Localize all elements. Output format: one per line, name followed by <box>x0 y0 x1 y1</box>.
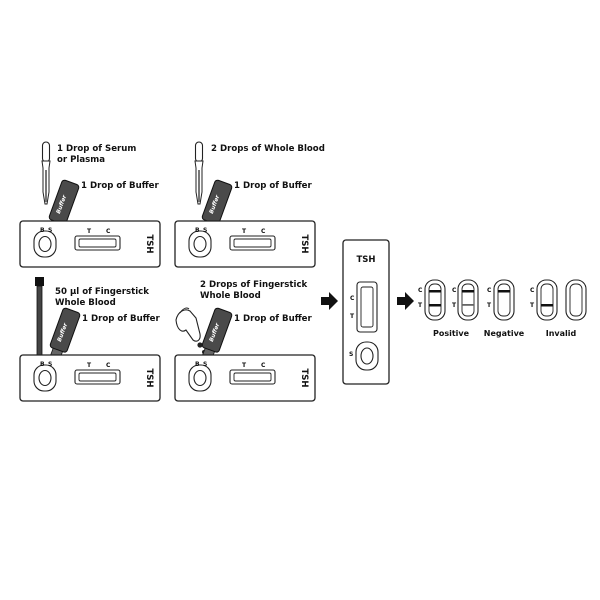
result-window-negative: C T <box>487 279 515 321</box>
result-window-invalid <box>565 279 587 321</box>
step-label: 1 Drop of Serum <box>57 144 136 154</box>
result-window-positive: C T <box>418 279 446 321</box>
step-fingerstick-drops: 2 Drops of Fingerstick Whole Blood Buffe… <box>174 280 316 402</box>
t-mark: T <box>418 302 423 309</box>
b-mark: B <box>40 361 45 368</box>
t-mark: T <box>87 228 92 235</box>
c-mark: C <box>106 228 111 235</box>
result-window-positive: C T <box>452 279 479 321</box>
cassette-name: TSH <box>299 368 309 387</box>
c-mark: C <box>261 228 266 235</box>
step-label: Whole Blood <box>55 298 116 308</box>
buffer-bottle-icon: Buffer <box>196 306 234 367</box>
cassette-name: TSH <box>144 368 154 387</box>
arrow-right-icon <box>321 292 338 310</box>
control-line <box>429 290 441 293</box>
buffer-bottle-icon: Buffer <box>196 178 234 239</box>
c-mark: C <box>106 362 111 369</box>
c-mark: C <box>452 287 457 294</box>
test-line <box>462 304 474 306</box>
step-whole-blood: 2 Drops of Whole Blood Buffer 1 Drop of … <box>174 141 325 268</box>
t-mark: T <box>87 362 92 369</box>
t-mark: T <box>242 362 247 369</box>
s-mark: S <box>48 227 52 234</box>
result-label-negative: Negative <box>484 329 525 338</box>
test-line <box>429 304 441 307</box>
results-section: C T C T C T C T <box>418 279 587 338</box>
t-mark: T <box>452 302 457 309</box>
b-mark: B <box>195 361 200 368</box>
t-mark: T <box>530 302 535 309</box>
cassette-name: TSH <box>356 255 375 265</box>
control-line <box>498 290 510 293</box>
result-label-positive: Positive <box>433 329 470 338</box>
buffer-bottle-icon: Buffer <box>44 306 82 367</box>
buffer-label: 1 Drop of Buffer <box>234 181 312 191</box>
arrow-right-icon <box>397 292 414 310</box>
s-mark: S <box>349 351 353 358</box>
test-cassette: B S T C TSH <box>174 354 316 402</box>
s-mark: S <box>203 227 207 234</box>
buffer-label: 1 Drop of Buffer <box>81 181 159 191</box>
test-line <box>541 304 553 307</box>
c-mark: C <box>418 287 423 294</box>
buffer-label: 1 Drop of Buffer <box>82 314 160 324</box>
t-mark: T <box>487 302 492 309</box>
test-cassette: B S T C TSH <box>174 220 316 268</box>
c-mark: C <box>487 287 492 294</box>
s-mark: S <box>203 361 207 368</box>
step-label: 2 Drops of Fingerstick <box>200 280 308 290</box>
step-label: 2 Drops of Whole Blood <box>211 144 325 154</box>
cassette-name: TSH <box>299 234 309 253</box>
step-label: Whole Blood <box>200 291 261 301</box>
cassette-name: TSH <box>144 234 154 253</box>
t-mark: T <box>242 228 247 235</box>
c-mark: C <box>530 287 535 294</box>
b-mark: B <box>40 227 45 234</box>
b-mark: B <box>195 227 200 234</box>
capillary-tube-icon <box>35 277 44 361</box>
result-label-invalid: Invalid <box>546 329 577 338</box>
test-cassette: B S T C TSH <box>19 220 161 268</box>
step-label: 50 µl of Fingerstick <box>55 287 149 297</box>
buffer-bottle-icon: Buffer <box>43 178 81 239</box>
buffer-label: 1 Drop of Buffer <box>234 314 312 324</box>
finger-icon <box>175 307 206 354</box>
dropper-icon <box>194 141 204 205</box>
s-mark: S <box>48 361 52 368</box>
c-mark: C <box>261 362 266 369</box>
step-label: or Plasma <box>57 155 105 165</box>
step-serum-plasma: 1 Drop of Serum or Plasma Buffer 1 Drop … <box>19 141 161 268</box>
test-cassette: B S T C TSH <box>19 354 161 402</box>
control-line <box>462 290 474 293</box>
dropper-icon <box>41 141 51 205</box>
result-window-invalid: C T <box>530 279 558 321</box>
t-mark: T <box>350 313 355 320</box>
step-fingerstick-50ul: 50 µl of Fingerstick Whole Blood Buffer … <box>19 277 161 402</box>
test-cassette-vertical: TSH C T S <box>342 239 390 385</box>
c-mark: C <box>350 295 355 302</box>
